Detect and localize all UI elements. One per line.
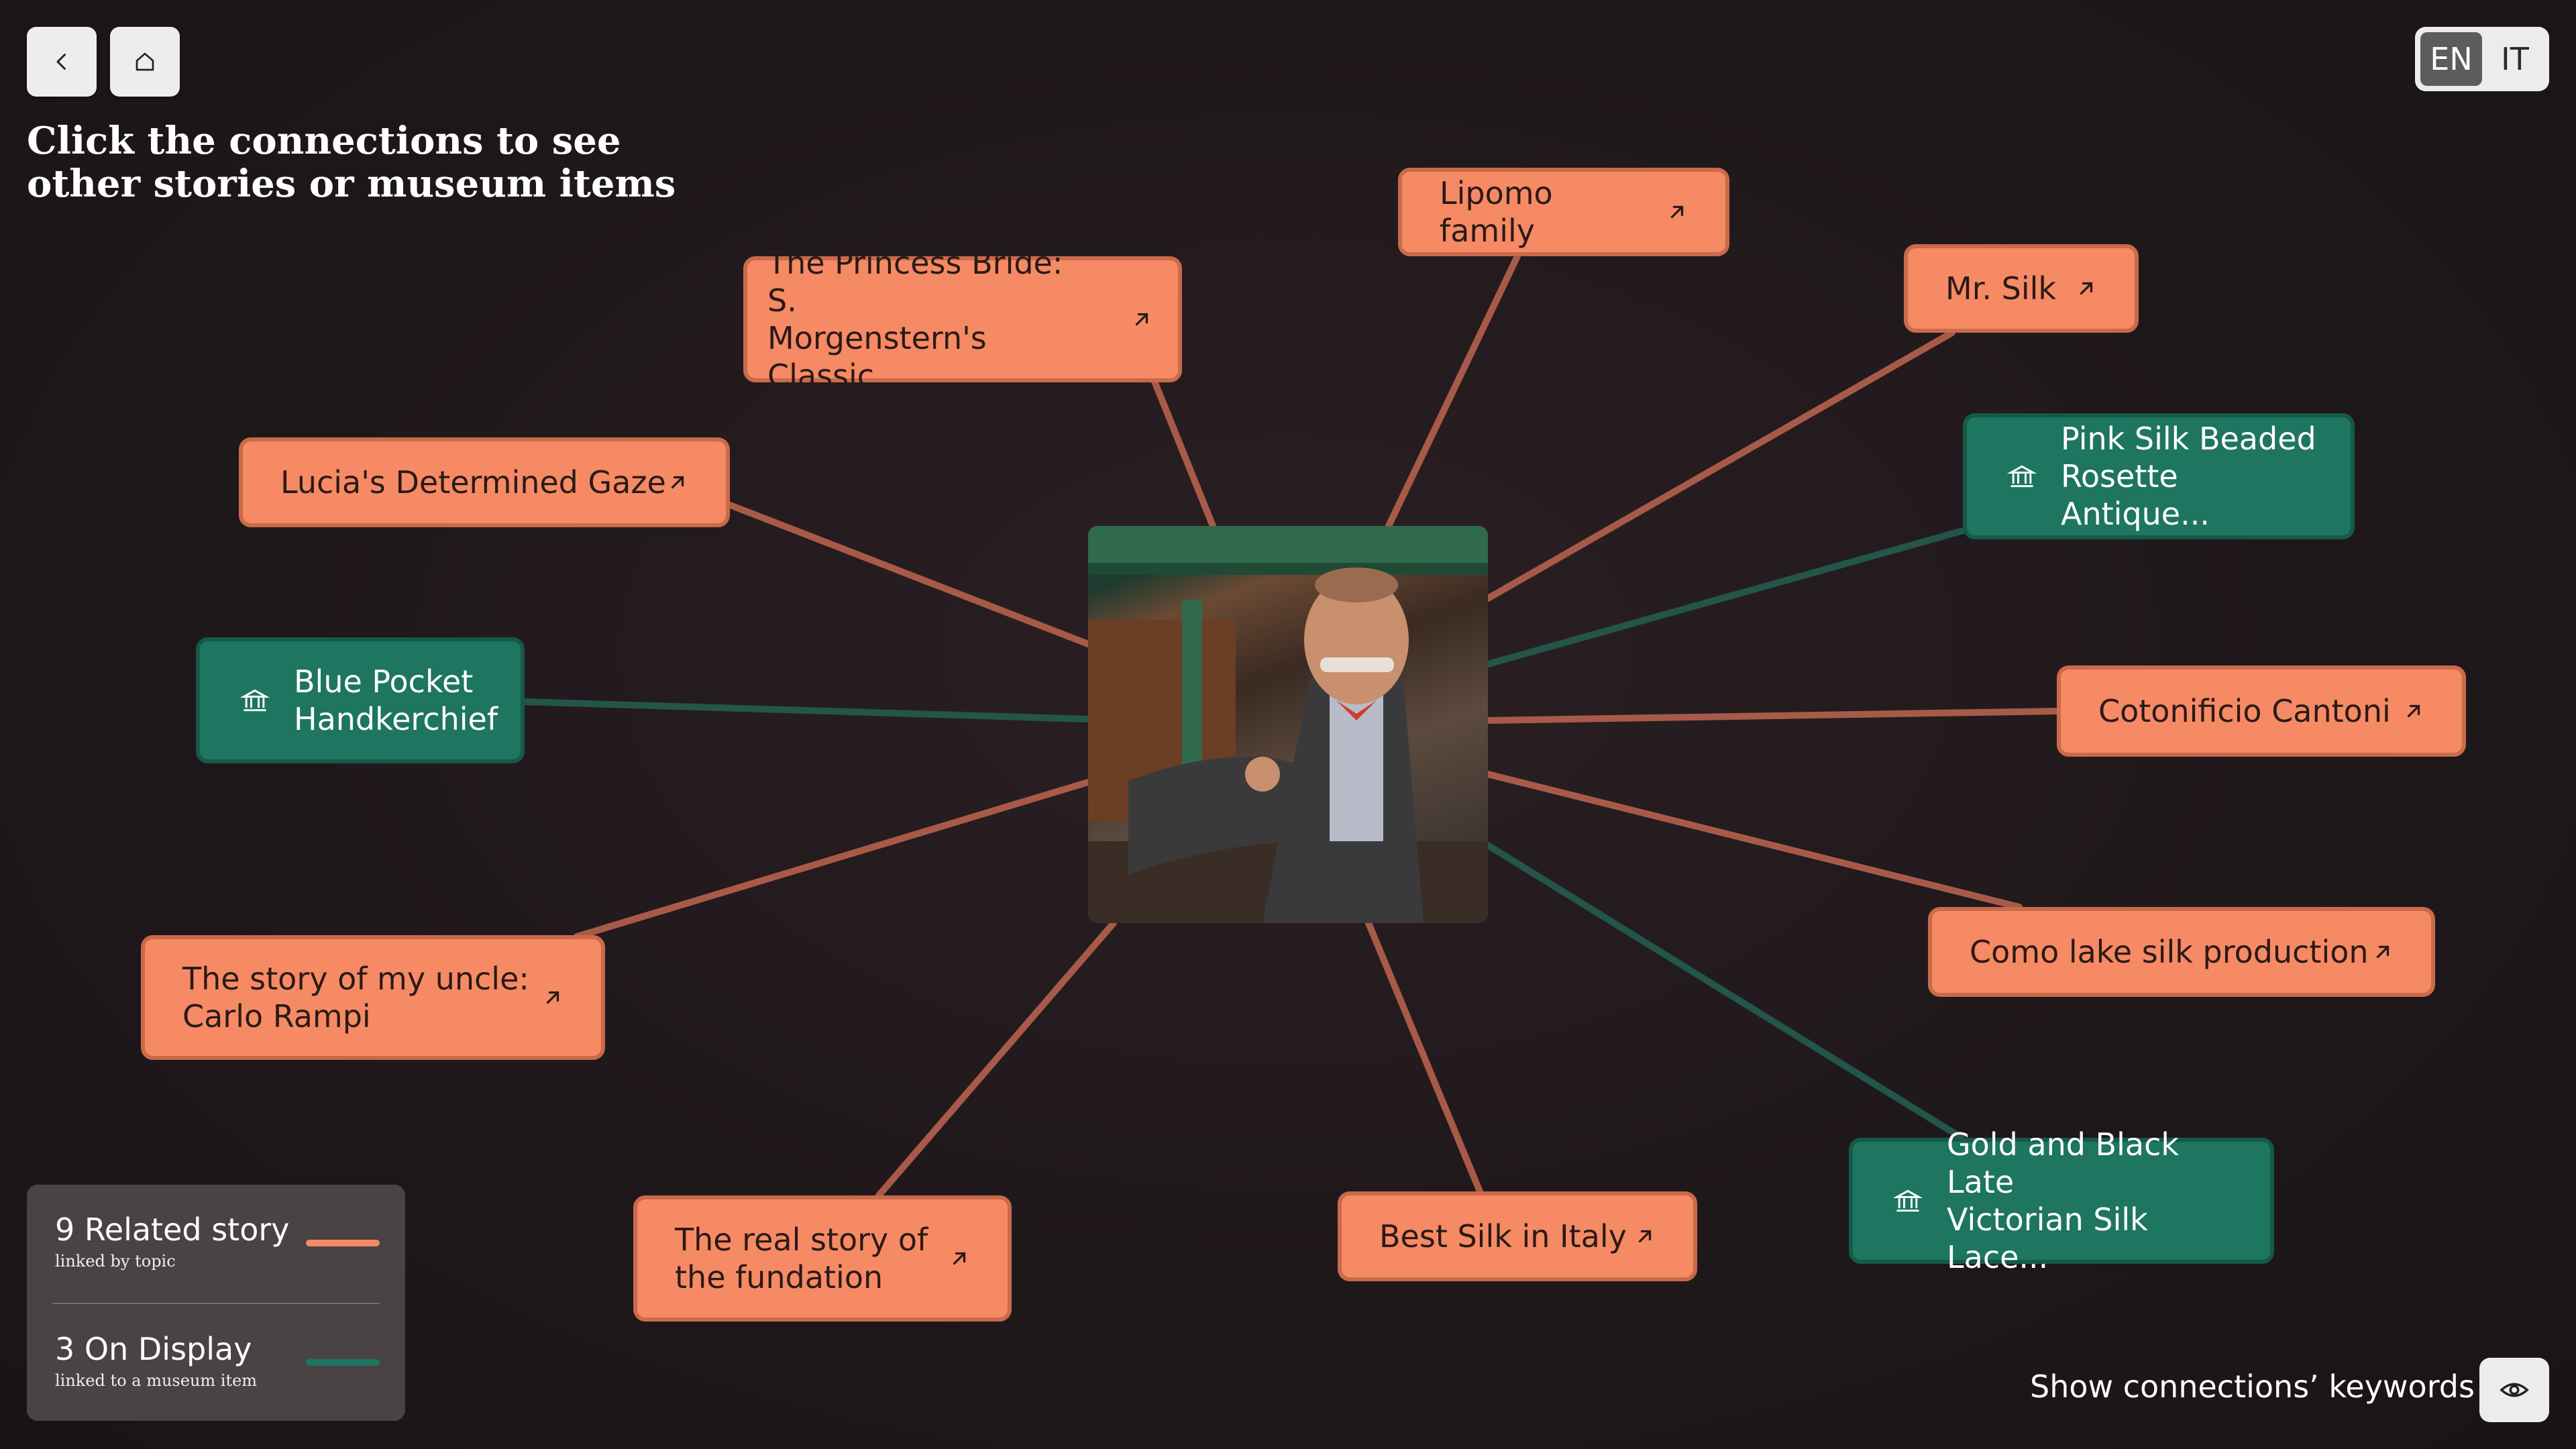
node-label: Mr. Silk (1945, 270, 2057, 307)
connection-line (1150, 376, 1216, 529)
legend-swatch-museum (306, 1359, 380, 1366)
keywords-toggle-label: Show connections’ keywords (2030, 1368, 2475, 1405)
connection-line (1385, 253, 1521, 529)
museum-node-gold-black-silk-lace[interactable]: Gold and Black Late Victorian Silk Lace.… (1849, 1126, 2274, 1275)
external-arrow-icon (1638, 1230, 1652, 1243)
node-label: Lipomo family (1440, 175, 1553, 249)
home-button[interactable] (110, 27, 180, 97)
legend-swatch-story (306, 1240, 380, 1246)
legend-row-museum: 3 On Display linked to a museum item (52, 1303, 380, 1422)
language-en[interactable]: EN (2420, 32, 2482, 86)
connection-line (1485, 527, 1969, 667)
language-it[interactable]: IT (2501, 41, 2529, 77)
legend-subtitle: linked by topic (55, 1252, 176, 1271)
story-node-uncle-carlo-rampi[interactable]: The story of my uncle: Carlo Rampi (141, 935, 605, 1060)
story-node-lipomo-family[interactable]: Lipomo family (1398, 168, 1729, 256)
legend-row-stories: 9 Related story linked by topic (52, 1185, 380, 1303)
back-button[interactable] (27, 27, 97, 97)
external-arrow-icon (2376, 945, 2390, 959)
external-arrow-icon (2407, 704, 2420, 718)
connection-line (574, 779, 1091, 940)
external-arrow-icon (1135, 313, 1148, 326)
story-node-cotonificio-cantoni[interactable]: Cotonificio Cantoni (2057, 665, 2466, 757)
page-title: Click the connections to see other stori… (27, 119, 676, 206)
external-arrow-icon (546, 991, 559, 1004)
legend-title: 9 Related story (55, 1212, 290, 1248)
node-label: Best Silk in Italy (1379, 1218, 1627, 1254)
story-node-lucias-gaze[interactable]: Lucia's Determined Gaze (239, 437, 730, 527)
keywords-toggle-button[interactable] (2479, 1358, 2549, 1422)
museum-node-blue-pocket-handkerchief[interactable]: Blue Pocket Handkerchief (196, 637, 525, 763)
legend-subtitle: linked to a museum item (55, 1371, 258, 1390)
museum-icon (1893, 1189, 1923, 1212)
connection-line (875, 920, 1117, 1199)
legend: 9 Related story linked by topic 3 On Dis… (27, 1185, 405, 1421)
connection-line (1485, 842, 1965, 1141)
external-arrow-icon (671, 476, 684, 489)
node-label: The story of my uncle: Carlo Rampi (182, 961, 529, 1034)
eye-icon (2500, 1383, 2529, 1397)
connection-line (1485, 771, 2023, 910)
story-node-mr-silk[interactable]: Mr. Silk (1904, 244, 2139, 333)
node-label: Gold and Black Late Victorian Silk Lace.… (1947, 1126, 2180, 1275)
language-switch[interactable]: EN IT (2415, 27, 2549, 91)
external-arrow-icon (953, 1252, 966, 1265)
external-arrow-icon (1670, 205, 1684, 219)
connection-line (725, 501, 1091, 647)
story-node-princess-bride[interactable]: The Princess Bride: S. Morgenstern's Cla… (743, 245, 1182, 394)
node-label: The Princess Bride: S. Morgenstern's Cla… (767, 245, 1063, 394)
node-label: Lucia's Determined Gaze (280, 464, 666, 500)
story-node-real-story-fundation[interactable]: The real story of the fundation (633, 1195, 1012, 1322)
connection-line (1485, 708, 2063, 724)
museum-icon (2007, 465, 2037, 488)
home-icon (136, 52, 154, 71)
story-node-como-lake-silk[interactable]: Como lake silk production (1928, 907, 2435, 997)
node-label: The real story of the fundation (675, 1222, 928, 1295)
chevron-left-icon (56, 54, 66, 70)
connection-line (520, 698, 1091, 722)
node-label: Como lake silk production (1970, 934, 2369, 970)
node-label: Blue Pocket Handkerchief (294, 663, 498, 737)
story-node-best-silk-italy[interactable]: Best Silk in Italy (1338, 1191, 1697, 1281)
museum-icon (240, 689, 270, 712)
museum-node-pink-silk-rosette[interactable]: Pink Silk Beaded Rosette Antique... (1963, 413, 2355, 539)
photo-illustration (1088, 526, 1488, 923)
node-label: Cotonificio Cantoni (2098, 693, 2391, 729)
legend-title: 3 On Display (55, 1331, 252, 1367)
node-label: Pink Silk Beaded Rosette Antique... (2061, 421, 2316, 532)
connection-line (1485, 329, 1955, 602)
connection-line (1365, 920, 1483, 1195)
center-story-photo (1088, 526, 1488, 923)
external-arrow-icon (2080, 282, 2093, 295)
